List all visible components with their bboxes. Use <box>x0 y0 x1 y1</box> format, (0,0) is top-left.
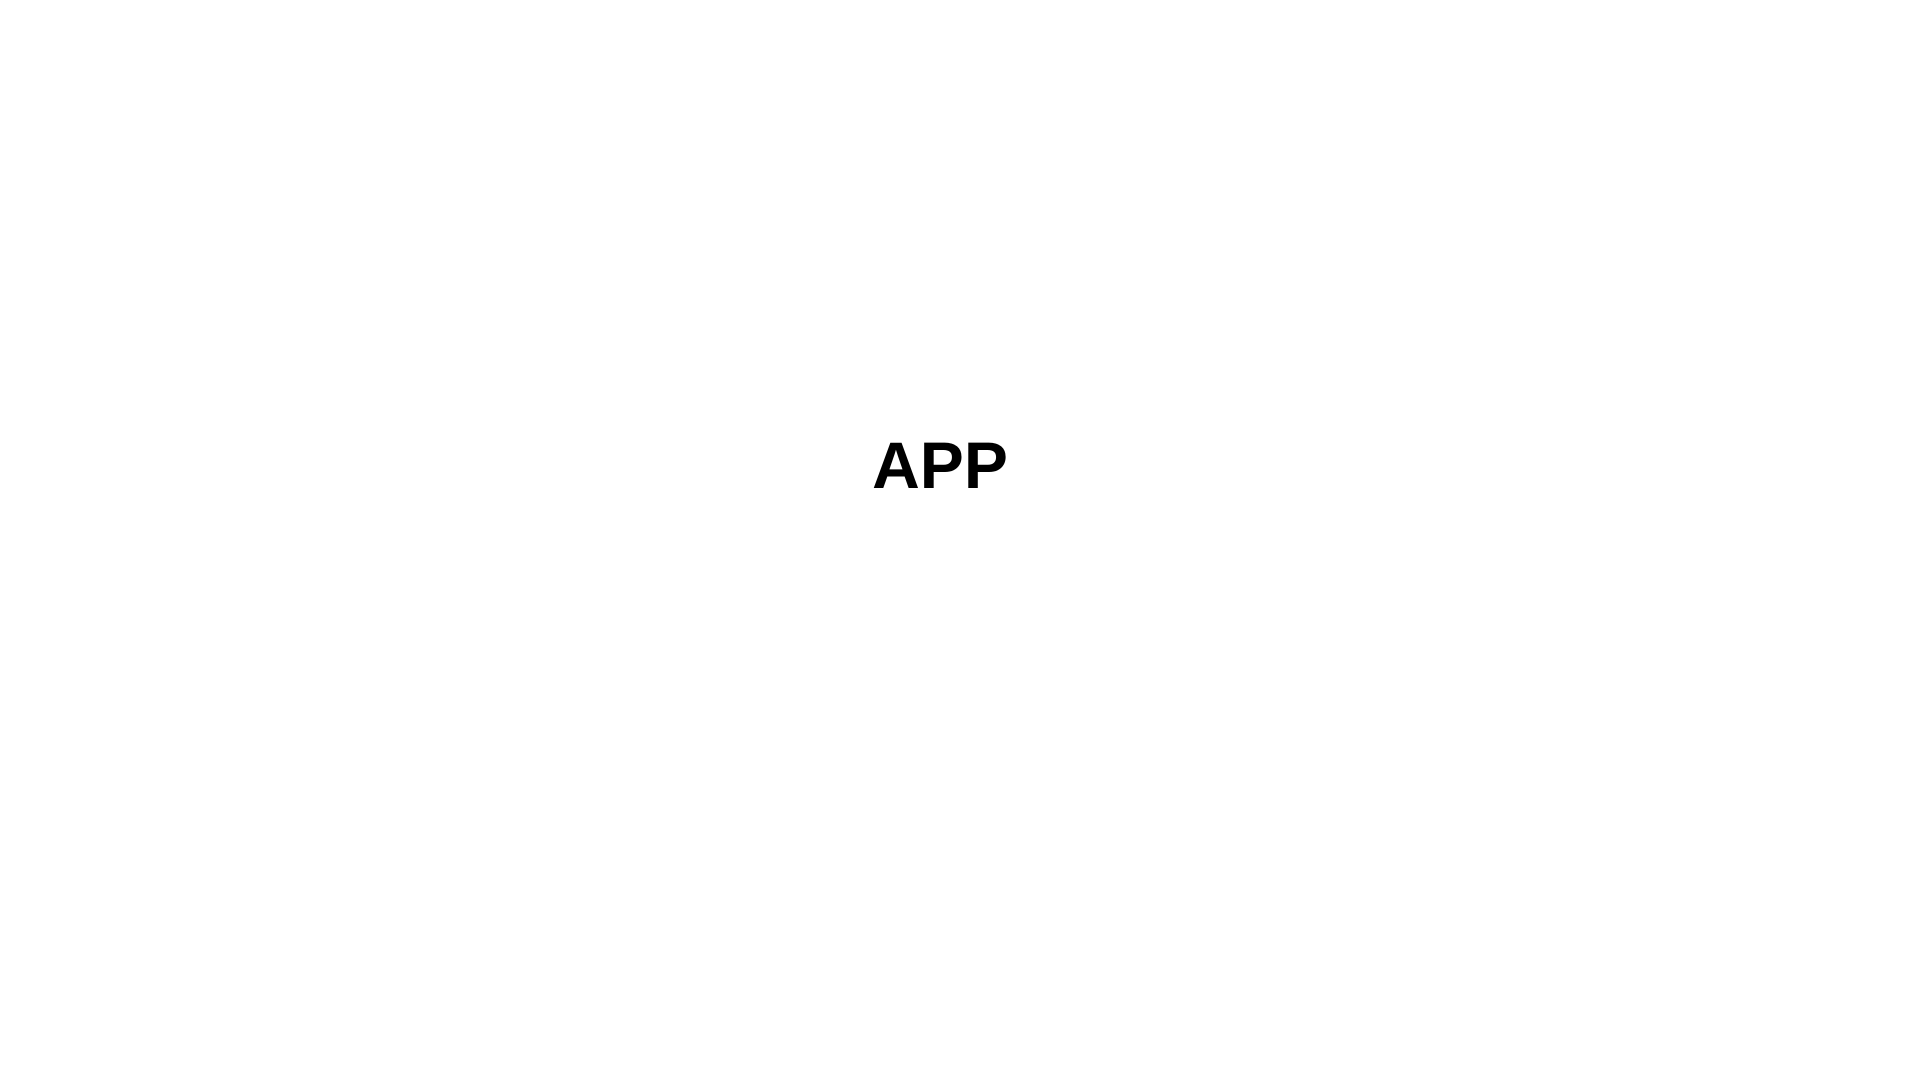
app-title: APP <box>872 428 1008 502</box>
